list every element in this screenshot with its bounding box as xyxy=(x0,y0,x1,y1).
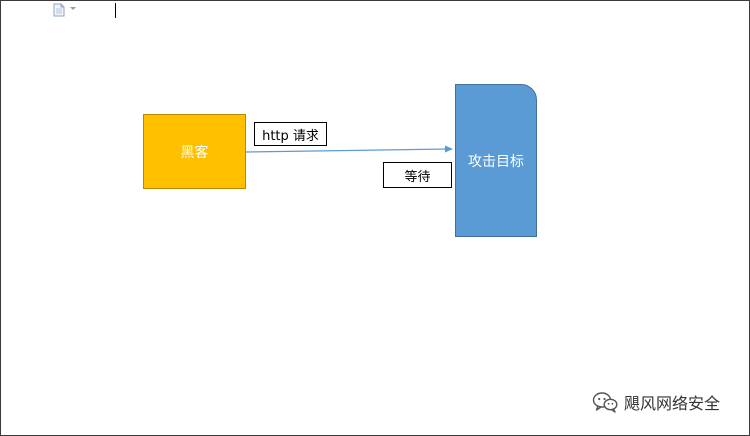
http-request-text: http 请求 xyxy=(262,128,319,144)
hacker-node: 黑客 xyxy=(143,114,246,189)
watermark-text: 飓风网络安全 xyxy=(624,394,721,413)
hacker-label: 黑客 xyxy=(180,144,209,161)
wechat-icon xyxy=(592,392,618,413)
chevron-down-icon[interactable] xyxy=(70,7,76,10)
text-cursor xyxy=(115,3,116,18)
attack-target-node: 攻击目标 xyxy=(455,84,537,237)
attack-target-label: 攻击目标 xyxy=(468,153,524,170)
wait-label: 等待 xyxy=(383,162,452,188)
watermark: 飓风网络安全 xyxy=(592,388,720,416)
wait-text: 等待 xyxy=(404,169,431,185)
document-icon[interactable] xyxy=(53,3,65,17)
http-request-label: http 请求 xyxy=(254,122,327,146)
